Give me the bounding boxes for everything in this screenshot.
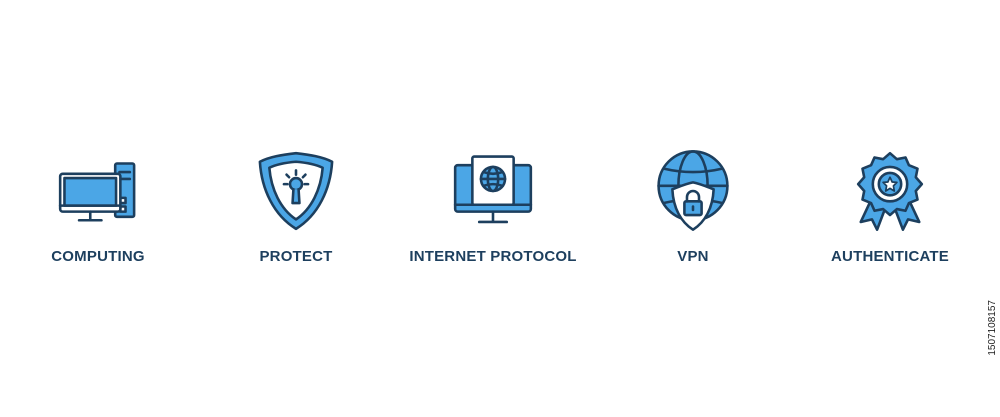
computing-item: COMPUTING <box>40 148 156 265</box>
authenticate-label: AUTHENTICATE <box>831 248 949 265</box>
stock-id-text: 1507108157 <box>987 300 998 356</box>
monitor-globe-icon <box>453 155 533 224</box>
award-badge-icon <box>856 151 924 231</box>
protect-item: PROTECT <box>238 148 354 265</box>
internet-protocol-item: INTERNET PROTOCOL <box>403 148 583 265</box>
authenticate-item: AUTHENTICATE <box>830 148 950 265</box>
computing-label: COMPUTING <box>51 248 145 265</box>
shield-keyhole-icon <box>258 151 334 231</box>
globe-lock-shield-icon <box>657 150 729 231</box>
computer-tower-icon <box>58 162 136 222</box>
internet-protocol-label: INTERNET PROTOCOL <box>409 248 577 265</box>
protect-label: PROTECT <box>259 248 333 265</box>
vpn-item: VPN <box>635 148 751 265</box>
vpn-label: VPN <box>677 248 709 265</box>
